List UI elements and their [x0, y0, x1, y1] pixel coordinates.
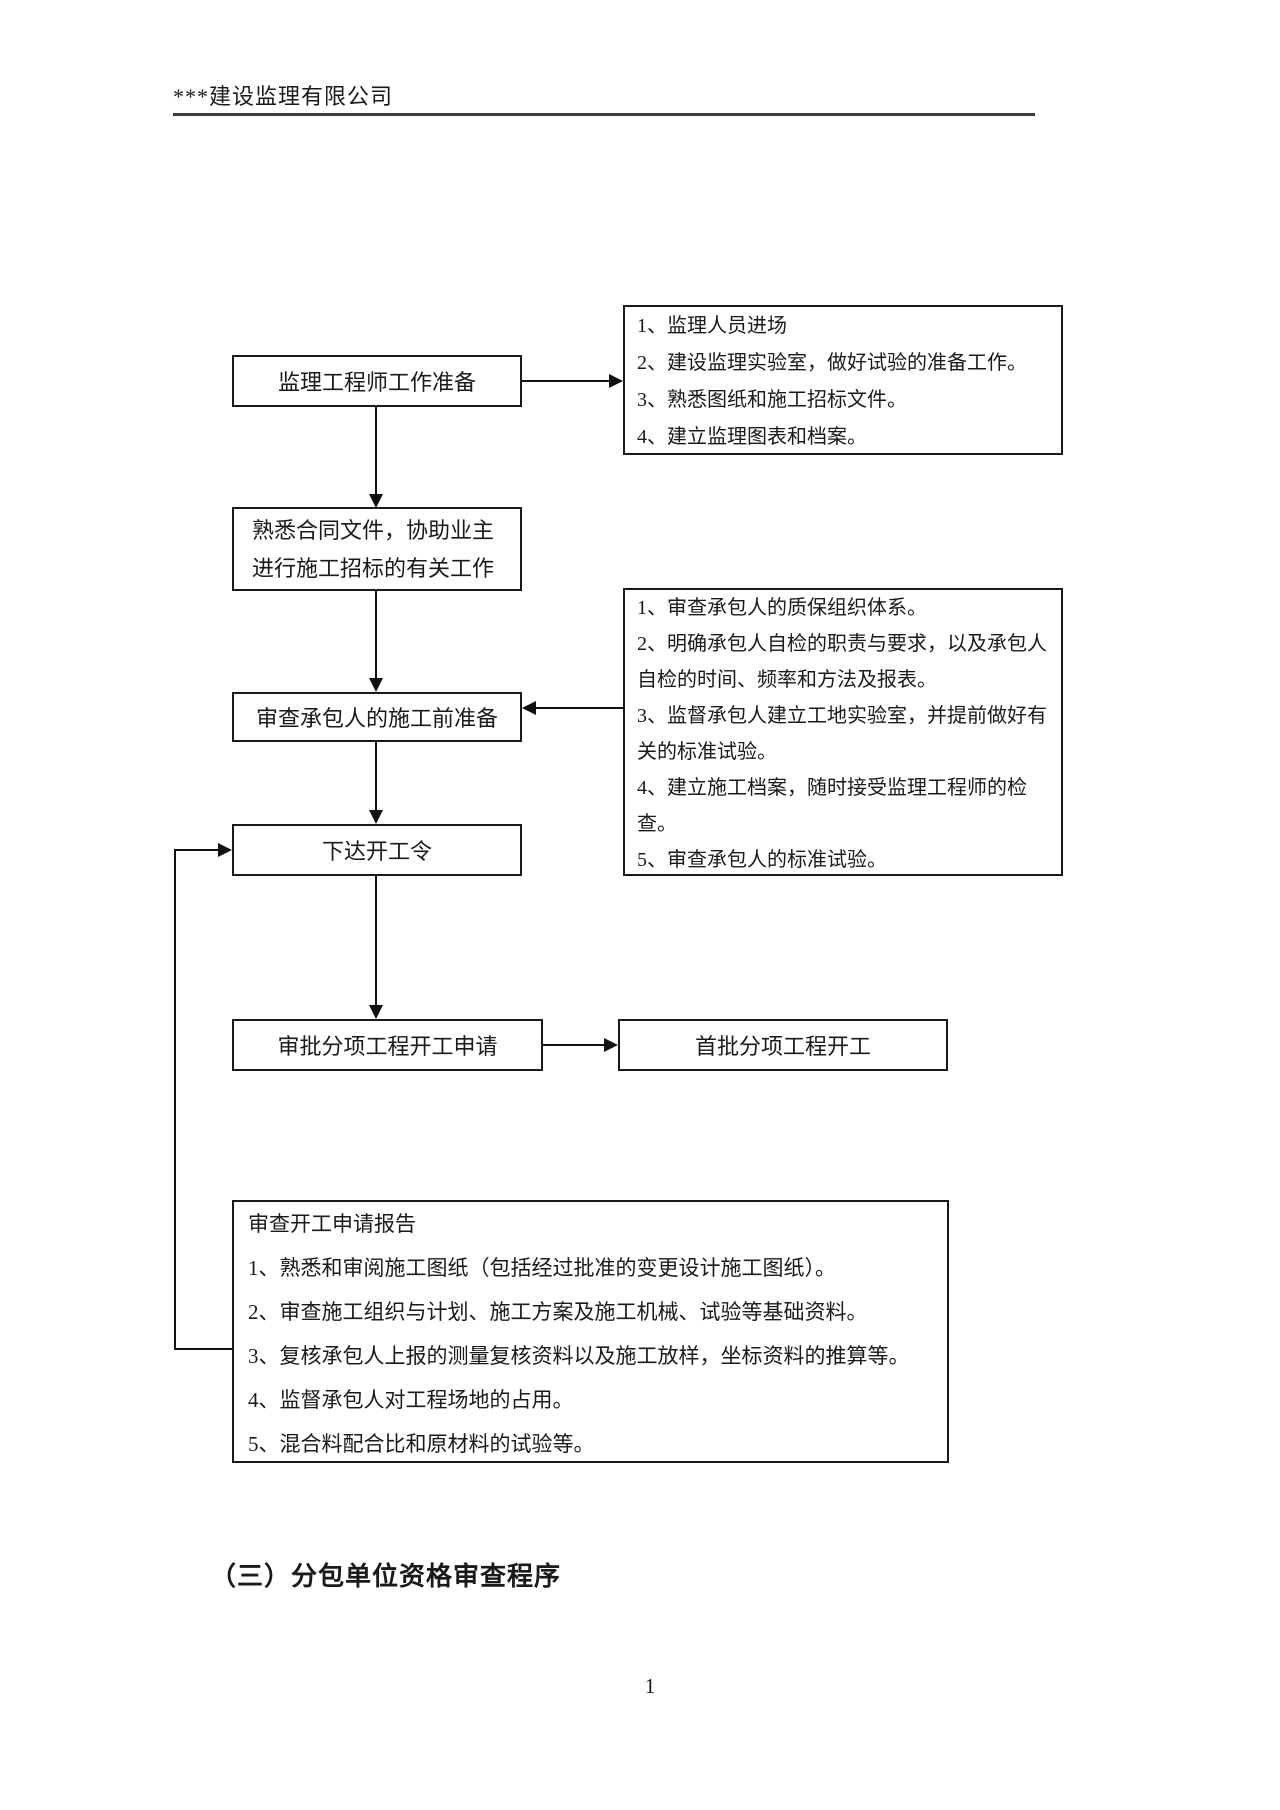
info-box-prep-details: 1、监理人员进场 2、建设监理实验室，做好试验的准备工作。 3、熟悉图纸和施工招… [623, 305, 1063, 455]
arrow-order-to-approve-line [375, 876, 377, 1006]
report-review-item: 5、混合料配合比和原材料的试验等。 [248, 1432, 595, 1456]
arrow-prep-to-info-head [609, 374, 623, 388]
flow-box-precheck-label: 审查承包人的施工前准备 [255, 706, 498, 731]
info-precheck-item: 1、审查承包人的质保组织体系。 [637, 597, 927, 619]
flow-box-approve-label: 审批分项工程开工申请 [277, 1034, 498, 1059]
page-number: 1 [644, 1674, 656, 1698]
report-review-title: 审查开工申请报告 [248, 1212, 416, 1236]
feedback-loop-top-segment [174, 849, 218, 851]
flow-box-start-order-label: 下达开工令 [321, 839, 432, 864]
info-precheck-item: 4、建立施工档案，随时接受监理工程师的检查。 [637, 777, 1027, 835]
flow-box-first-start: 首批分项工程开工 [618, 1019, 948, 1071]
report-review-item: 2、审查施工组织与计划、施工方案及施工机械、试验等基础资料。 [248, 1300, 868, 1324]
info-prep-item: 1、监理人员进场 [637, 315, 787, 337]
arrow-info-to-precheck-head [522, 701, 536, 715]
report-review-item: 1、熟悉和审阅施工图纸（包括经过批准的变更设计施工图纸）。 [248, 1256, 836, 1280]
info-prep-item: 2、建设监理实验室，做好试验的准备工作。 [637, 352, 1027, 374]
info-precheck-item: 3、监督承包人建立工地实验室，并提前做好有关的标准试验。 [637, 705, 1047, 763]
arrow-prep-to-info-line [522, 380, 610, 382]
arrow-order-to-approve-head [369, 1005, 383, 1019]
feedback-loop-bottom-segment [174, 1348, 232, 1350]
info-box-precheck-details: 1、审查承包人的质保组织体系。 2、明确承包人自检的职责与要求，以及承包人自检的… [623, 588, 1063, 876]
info-prep-item: 4、建立监理图表和档案。 [637, 426, 867, 448]
arrow-approve-to-first-line [543, 1044, 605, 1046]
report-review-item: 3、复核承包人上报的测量复核资料以及施工放样，坐标资料的推算等。 [248, 1344, 910, 1368]
flow-box-precheck: 审查承包人的施工前准备 [232, 692, 522, 742]
flow-box-prep-label: 监理工程师工作准备 [277, 370, 476, 395]
arrow-precheck-to-order-head [369, 810, 383, 824]
flow-box-prep: 监理工程师工作准备 [232, 355, 522, 407]
flow-box-contract-line2: 进行施工招标的有关工作 [252, 556, 495, 581]
section-heading: （三）分包单位资格审查程序 [210, 1561, 562, 1591]
flow-box-contract-line1: 熟悉合同文件，协助业主 [252, 518, 495, 543]
company-name: ***建设监理有限公司 [173, 84, 394, 109]
info-prep-item: 3、熟悉图纸和施工招标文件。 [637, 389, 907, 411]
info-precheck-item: 2、明确承包人自检的职责与要求，以及承包人自检的时间、频率和方法及报表。 [637, 633, 1047, 691]
arrow-approve-to-first-head [604, 1038, 618, 1052]
flow-box-start-order: 下达开工令 [232, 824, 522, 876]
arrow-prep-to-contract-head [369, 494, 383, 508]
flow-box-first-start-label: 首批分项工程开工 [694, 1034, 871, 1059]
arrow-precheck-to-order-line [375, 742, 377, 811]
arrow-prep-to-contract-line [375, 407, 377, 495]
feedback-loop-vertical-segment [174, 849, 176, 1350]
arrow-info-to-precheck-line [536, 707, 623, 709]
flow-box-approve: 审批分项工程开工申请 [232, 1019, 543, 1071]
arrow-contract-to-precheck-head [369, 678, 383, 692]
flow-box-contract: 熟悉合同文件，协助业主 进行施工招标的有关工作 [232, 507, 522, 591]
info-precheck-item: 5、审查承包人的标准试验。 [637, 849, 887, 871]
arrow-contract-to-precheck-line [375, 591, 377, 679]
flow-box-report-review: 审查开工申请报告 1、熟悉和审阅施工图纸（包括经过批准的变更设计施工图纸）。 2… [232, 1200, 949, 1463]
feedback-loop-head [218, 843, 232, 857]
report-review-item: 4、监督承包人对工程场地的占用。 [248, 1388, 574, 1412]
page-header: ***建设监理有限公司 [173, 84, 1035, 116]
